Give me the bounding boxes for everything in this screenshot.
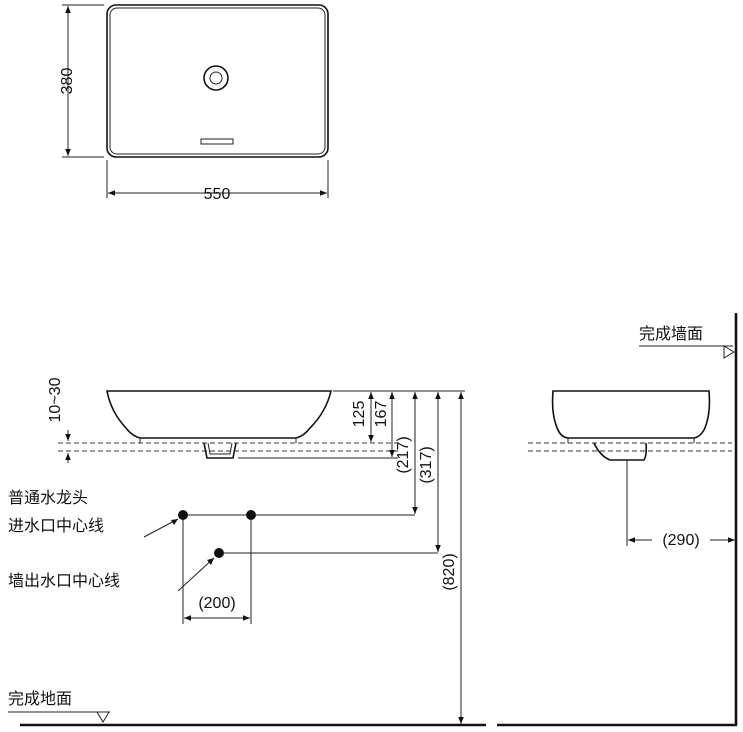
width-label: 550 xyxy=(204,186,231,203)
dim-290-label: (290) xyxy=(662,532,699,549)
front-view: 10~30 125 167 (217) (317) (820) (200) xyxy=(8,377,486,727)
depth-label: 380 xyxy=(59,68,76,95)
drain-inner xyxy=(209,71,223,85)
faucet-inlet-label-line2: 进水口中心线 xyxy=(8,516,104,535)
wall-outlet-label: 墙出水口中心线 xyxy=(8,571,120,590)
faucet-inlet-label-line1: 普通水龙头 xyxy=(8,488,88,507)
basin-front-body xyxy=(106,390,333,439)
dim-167-label: 167 xyxy=(373,401,390,428)
wall-outlet-center xyxy=(214,548,224,558)
top-view: 380 550 xyxy=(59,4,329,203)
faucet-inlet-right xyxy=(246,510,256,520)
dim-317-label: (317) xyxy=(418,446,435,483)
basin-top-outline xyxy=(106,4,329,158)
floor-label: 完成地面 xyxy=(8,689,72,708)
wall-label: 完成墙面 xyxy=(639,324,703,343)
floor-level-marker xyxy=(96,711,110,723)
drain-outer xyxy=(203,65,229,91)
rim-range-label: 10~30 xyxy=(47,377,64,422)
basin-top-inner xyxy=(109,7,326,155)
wall-level-marker xyxy=(723,345,735,359)
dim-200-label: (200) xyxy=(198,595,235,612)
dim-820-label: (820) xyxy=(441,553,458,590)
basin-side-body xyxy=(551,390,711,439)
faucet-inlet-left xyxy=(178,510,188,520)
dim-125-label: 125 xyxy=(351,401,368,428)
side-view: 完成墙面 (290) xyxy=(497,313,738,727)
overflow-slot xyxy=(200,138,234,145)
dim-217-label: (217) xyxy=(395,436,412,473)
